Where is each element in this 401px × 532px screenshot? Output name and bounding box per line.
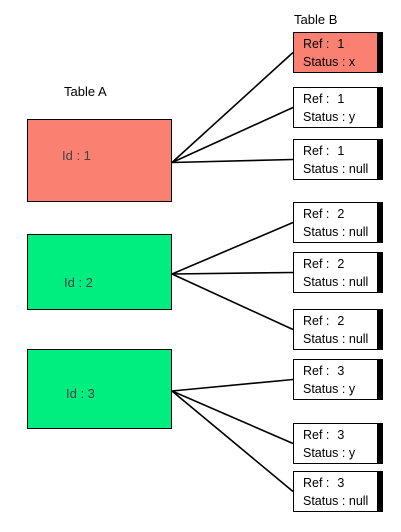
status-label: Status : [303,110,346,124]
ref-value: 2 [337,207,345,221]
status-value: y [348,446,356,460]
connector-2-to-4 [171,221,294,275]
ref-value: 2 [337,257,345,271]
ref-label: Ref : [303,428,330,442]
ref-label: Ref : [303,37,330,51]
table-b-row-4[interactable]: Ref : 2 Status : null [293,202,383,243]
status-value: null [348,494,369,508]
table-a-title: Table A [64,84,107,99]
connector-1-to-1 [171,51,294,164]
table-a-row-1[interactable]: Id : 1 [27,119,172,202]
ref-value: 1 [337,144,345,158]
connector-3-to-7 [171,378,294,392]
status-label: Status : [303,55,346,69]
ref-label: Ref : [303,257,330,271]
table-b-row-3[interactable]: Ref : 1 Status : null [293,139,383,180]
status-label: Status : [303,494,346,508]
ref-value: 2 [337,314,345,328]
status-label: Status : [303,162,346,176]
ref-label: Ref : [303,314,330,328]
connector-1-to-2 [171,106,294,164]
table-a-row-2[interactable]: Id : 2 [27,234,172,310]
connector-2-to-5 [171,271,294,275]
status-value: x [348,55,356,69]
ref-label: Ref : [303,144,330,158]
connector-1-to-3 [171,158,294,164]
status-value: null [348,225,369,239]
ref-value: 3 [337,428,345,442]
ref-value: 1 [337,37,345,51]
status-label: Status : [303,382,346,396]
ref-value: 3 [337,476,345,490]
table-a-row-3[interactable]: Id : 3 [27,349,172,429]
status-label: Status : [303,332,346,346]
table-b-row-9[interactable]: Ref : 3 Status : null [293,471,383,512]
status-value: null [348,332,369,346]
table-b-row-7[interactable]: Ref : 3 Status : y [293,359,383,400]
status-value: null [348,162,369,176]
table-b-row-8[interactable]: Ref : 3 Status : y [293,423,383,464]
status-label: Status : [303,225,346,239]
status-value: y [348,382,356,396]
table-b-row-5[interactable]: Ref : 2 Status : null [293,252,383,293]
table-b-title: Table B [294,12,338,27]
status-label: Status : [303,275,346,289]
ref-value: 1 [337,92,345,106]
table-a-row-1-id: Id : 1 [62,148,91,163]
ref-label: Ref : [303,207,330,221]
connector-3-to-8 [171,390,294,445]
table-a-row-3-id: Id : 3 [66,386,95,401]
table-b-row-6[interactable]: Ref : 2 Status : null [293,309,383,350]
ref-label: Ref : [303,92,330,106]
status-value: null [348,275,369,289]
table-b-row-1[interactable]: Ref : 1 Status : x [293,32,383,73]
ref-label: Ref : [303,476,330,490]
table-b-row-2[interactable]: Ref : 1 Status : y [293,87,383,128]
ref-value: 3 [337,364,345,378]
connector-2-to-6 [171,273,294,331]
connector-3-to-9 [171,390,294,493]
ref-label: Ref : [303,364,330,378]
status-value: y [348,110,356,124]
status-label: Status : [303,446,346,460]
table-a-row-2-id: Id : 2 [64,275,93,290]
